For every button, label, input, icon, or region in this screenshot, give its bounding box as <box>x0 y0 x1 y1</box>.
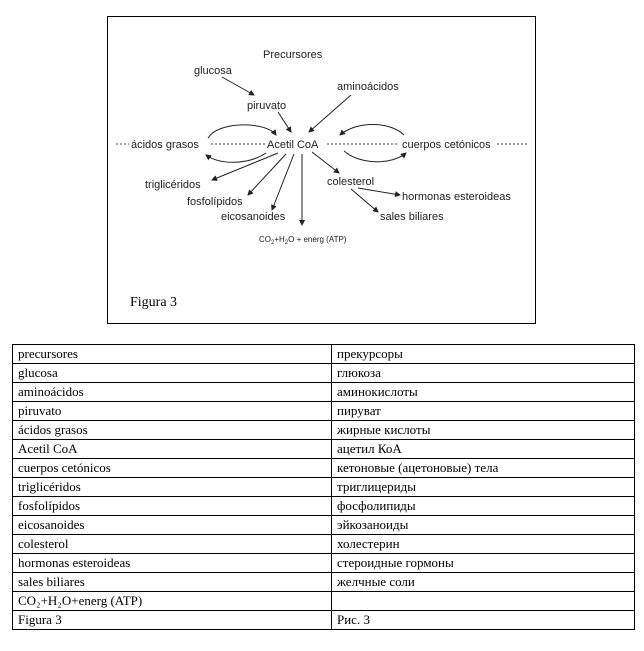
term-russian: жирные кислоты <box>331 420 635 440</box>
term-russian: глюкоза <box>331 363 635 383</box>
label-fosfolipidos: fosfolípidos <box>187 196 243 208</box>
table-row: piruvato пируват <box>12 401 635 421</box>
table-row: ácidos grasos жирные кислоты <box>12 420 635 440</box>
term-spanish: triglicéridos <box>12 477 332 497</box>
term-spanish: Acetil CoA <box>12 439 332 459</box>
label-glucosa: glucosa <box>194 65 233 77</box>
table-row: eicosanoides эйкозаноиды <box>12 515 635 535</box>
term-russian: фосфолипиды <box>331 496 635 516</box>
table-row: Acetil CoA ацетил КоА <box>12 439 635 459</box>
term-russian: холестерин <box>331 534 635 554</box>
term-spanish: precursores <box>12 344 332 364</box>
table-row: cuerpos cetónicos кетоновые (ацетоновые)… <box>12 458 635 478</box>
label-hormonas-esteroideas: hormonas esteroideas <box>402 191 511 203</box>
table-row: Figura 3 Рис. 3 <box>12 610 635 630</box>
arrow-colesterol-sales <box>350 188 379 213</box>
term-russian: прекурсоры <box>331 344 635 364</box>
figure-caption: Figura 3 <box>130 295 177 310</box>
arrow-loop-acidos-top <box>207 124 277 139</box>
arrow-glucosa-piruvato <box>221 76 255 96</box>
table-row: fosfolípidos фосфолипиды <box>12 496 635 516</box>
table-row: hormonas esteroideas стероидные гормоны <box>12 553 635 573</box>
label-acidos-grasos: ácidos grasos <box>131 139 199 151</box>
term-spanish: Figura 3 <box>12 610 332 630</box>
table-row: colesterol холестерин <box>12 534 635 554</box>
figure-3-diagram: Precursores glucosa aminoácidos piruvato… <box>107 16 536 324</box>
arrow-loop-cuerpos-bottom <box>343 150 407 163</box>
label-sales-biliares: sales biliares <box>380 211 444 223</box>
term-russian: пируват <box>331 401 635 421</box>
glossary-table: precursores прекурсоры glucosa глюкоза a… <box>12 344 635 630</box>
term-russian: кетоновые (ацетоновые) тела <box>331 458 635 478</box>
term-russian: триглицериды <box>331 477 635 497</box>
label-piruvato: piruvato <box>247 100 286 112</box>
term-spanish: piruvato <box>12 401 332 421</box>
label-trigliceridos: triglicéridos <box>145 179 201 191</box>
arrow-acetil-eicosanoides <box>271 153 295 211</box>
arrow-loop-cuerpos-top <box>339 124 405 136</box>
metabolism-diagram: Precursores glucosa aminoácidos piruvato… <box>116 49 528 310</box>
term-spanish: aminoácidos <box>12 382 332 402</box>
term-spanish: eicosanoides <box>12 515 332 535</box>
label-eicosanoides: eicosanoides <box>221 211 286 223</box>
table-row: sales biliares желчные соли <box>12 572 635 592</box>
arrow-colesterol-hormonas <box>357 187 401 198</box>
term-spanish: fosfolípidos <box>12 496 332 516</box>
label-colesterol: colesterol <box>327 176 374 188</box>
arrow-piruvato-acetil <box>277 111 292 133</box>
label-products: CO2+H2O + energ (ATP) <box>259 235 347 246</box>
term-russian <box>331 591 635 611</box>
term-russian: Рис. 3 <box>331 610 635 630</box>
table-row: triglicéridos триглицериды <box>12 477 635 497</box>
table-row: glucosa глюкоза <box>12 363 635 383</box>
term-spanish: colesterol <box>12 534 332 554</box>
arrow-loop-acidos-bottom <box>205 152 267 163</box>
arrow-acetil-trigliceridos <box>211 152 279 181</box>
term-spanish: CO₂+H₂O+energ (ATP) <box>12 591 332 611</box>
label-acetil-coa: Acetil CoA <box>267 139 319 151</box>
arrow-acetil-fosfolipidos <box>247 153 287 196</box>
term-russian: стероидные гормоны <box>331 553 635 573</box>
label-precursores: Precursores <box>263 49 323 61</box>
arrow-acetil-colesterol <box>311 151 340 174</box>
term-spanish: ácidos grasos <box>12 420 332 440</box>
term-spanish: hormonas esteroideas <box>12 553 332 573</box>
label-cuerpos-cetonicos: cuerpos cetónicos <box>402 139 491 151</box>
term-russian: желчные соли <box>331 572 635 592</box>
arrow-aminoacidos-acetil <box>308 94 352 133</box>
table-row: aminoácidos аминокислоты <box>12 382 635 402</box>
term-spanish: cuerpos cetónicos <box>12 458 332 478</box>
term-spanish: sales biliares <box>12 572 332 592</box>
term-russian: ацетил КоА <box>331 439 635 459</box>
term-russian: аминокислоты <box>331 382 635 402</box>
table-row: CO₂+H₂O+energ (ATP) <box>12 591 635 611</box>
term-spanish: glucosa <box>12 363 332 383</box>
table-row: precursores прекурсоры <box>12 344 635 364</box>
term-russian: эйкозаноиды <box>331 515 635 535</box>
label-aminoacidos: aminoácidos <box>337 81 399 93</box>
